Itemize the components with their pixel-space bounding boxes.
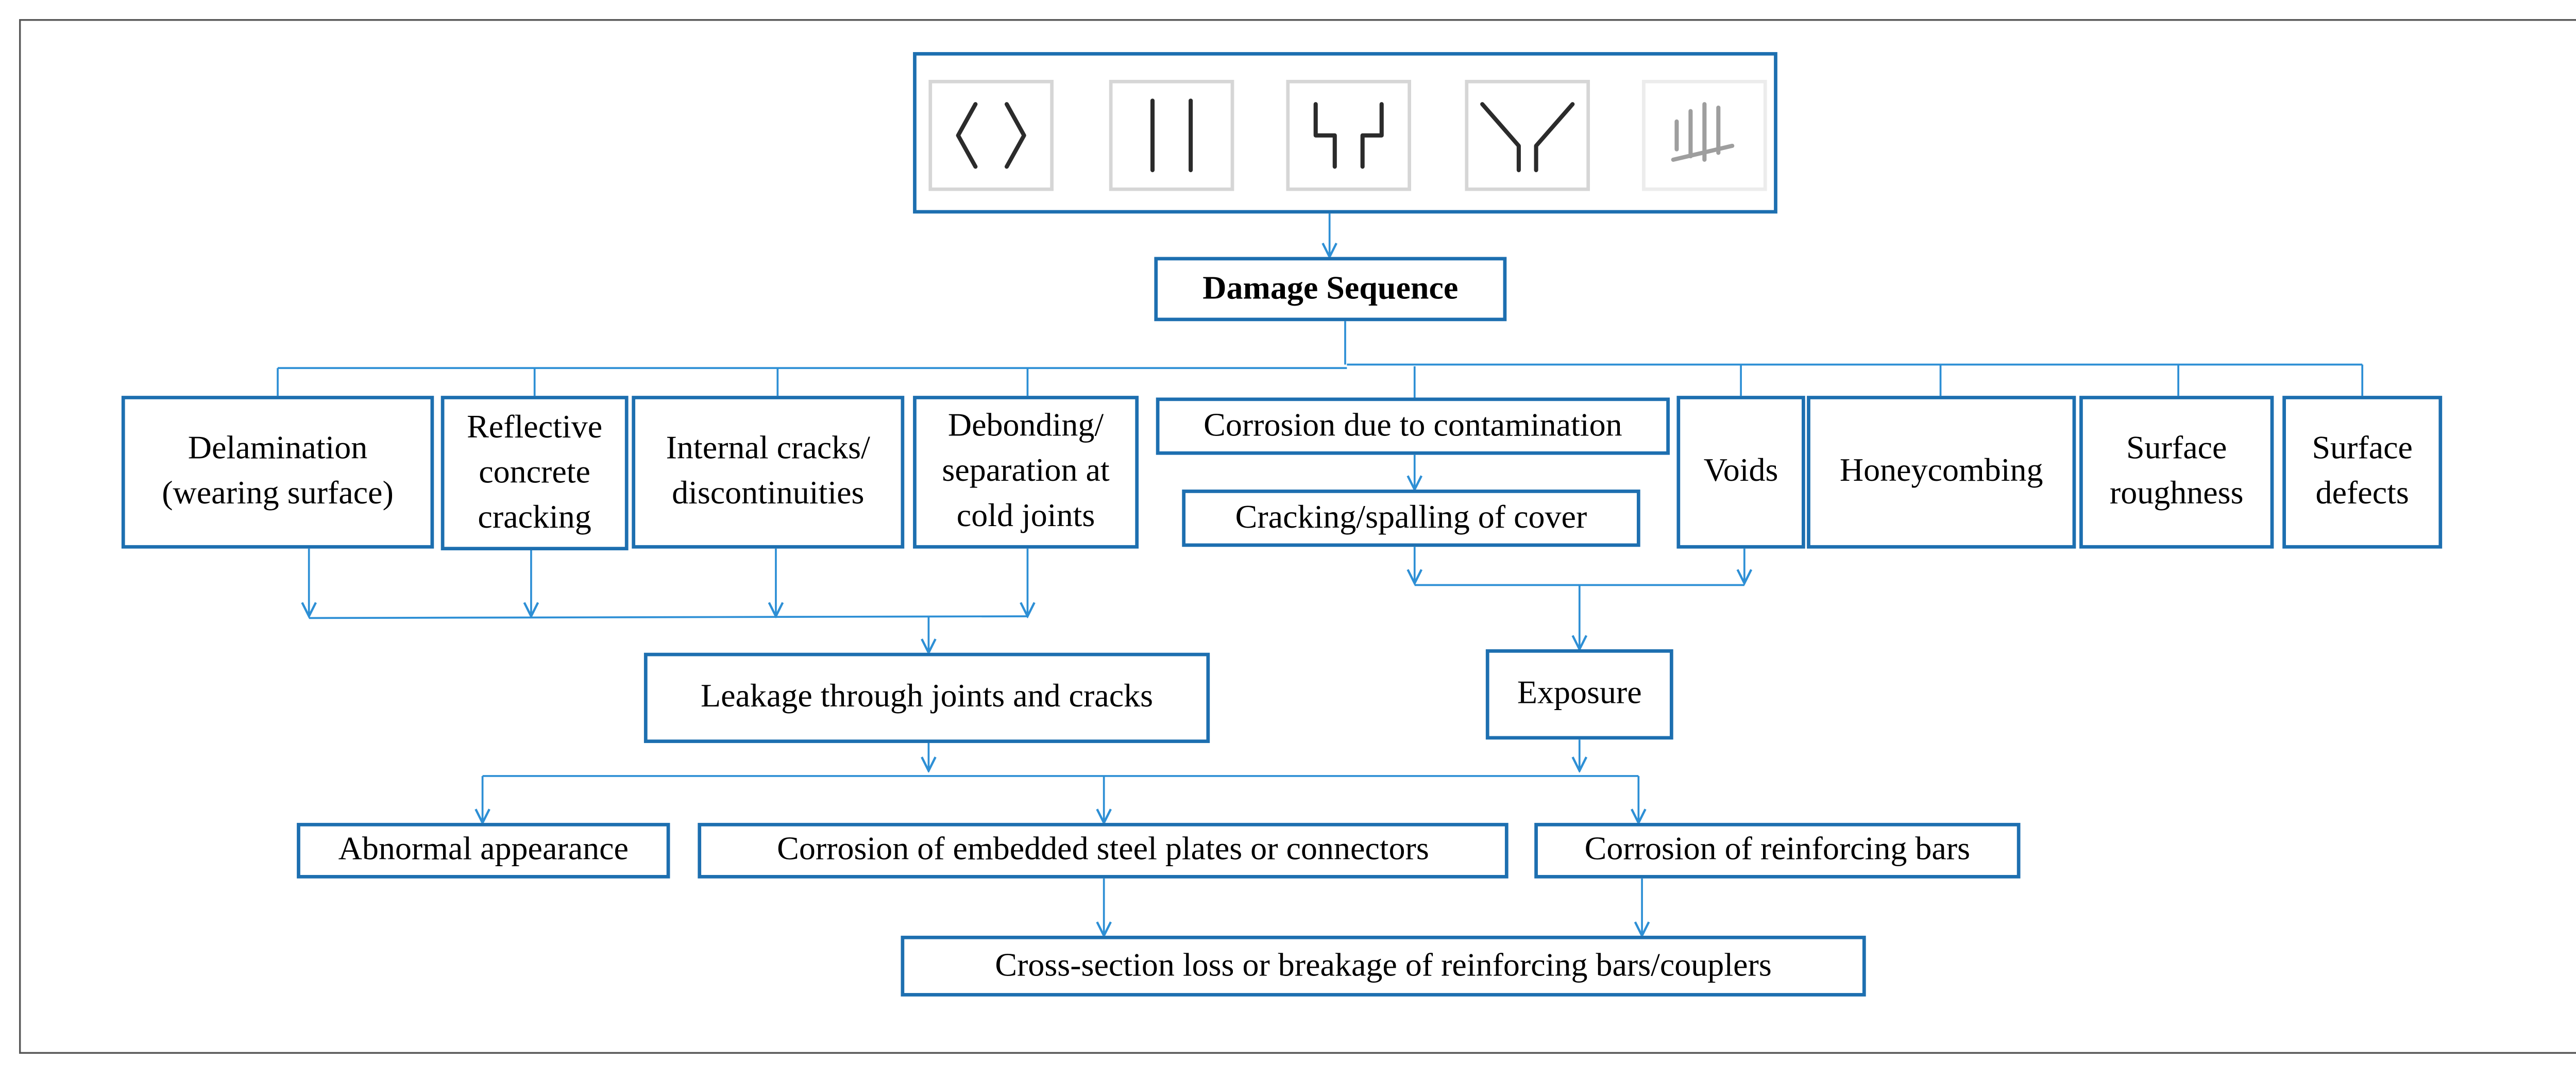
arrows-to-cross-section	[1104, 878, 1642, 936]
debonding-node: Debonding/ separation at cold joints	[913, 396, 1139, 549]
cross-section-loss-node: Cross-section loss or breakage of reinfo…	[901, 935, 1866, 997]
right-group-merge	[1415, 547, 1744, 649]
corrosion-bars-node: Corrosion of reinforcing bars	[1534, 822, 2021, 879]
parallel-lines-joint-icon	[1109, 79, 1234, 191]
corrosion-contamination-node: Corrosion due to contamination	[1156, 397, 1670, 455]
y-joint-icon	[1465, 79, 1590, 191]
joint-types-panel	[913, 52, 1777, 214]
corrosion-plates-node: Corrosion of embedded steel plates or co…	[698, 822, 1509, 879]
voids-node: Voids	[1676, 396, 1805, 549]
surface-roughness-node: Surface roughness	[2079, 396, 2274, 549]
honeycombing-node: Honeycombing	[1807, 396, 2076, 549]
damage-sequence-node: Damage Sequence	[1154, 257, 1507, 322]
diagram-frame	[19, 19, 2576, 1054]
abnormal-appearance-node: Abnormal appearance	[297, 822, 670, 879]
reflective-cracking-node: Reflective concrete cracking	[440, 396, 629, 550]
delamination-node: Delamination (wearing surface)	[121, 396, 434, 549]
leakage-node: Leakage through joints and cracks	[643, 652, 1210, 743]
sequence-branch-lines	[277, 319, 2364, 398]
left-group-merge	[309, 548, 1028, 653]
chevron-joint-icon	[928, 79, 1054, 191]
internal-cracks-node: Internal cracks/ discontinuities	[632, 396, 905, 549]
cracking-spalling-node: Cracking/spalling of cover	[1182, 490, 1640, 547]
stepped-joint-icon	[1286, 79, 1411, 191]
surface-defects-node: Surface defects	[2282, 396, 2443, 549]
ghost-joint-icon	[1642, 79, 1767, 191]
exposure-node: Exposure	[1485, 649, 1673, 740]
lower-branch-lines	[483, 739, 1639, 823]
